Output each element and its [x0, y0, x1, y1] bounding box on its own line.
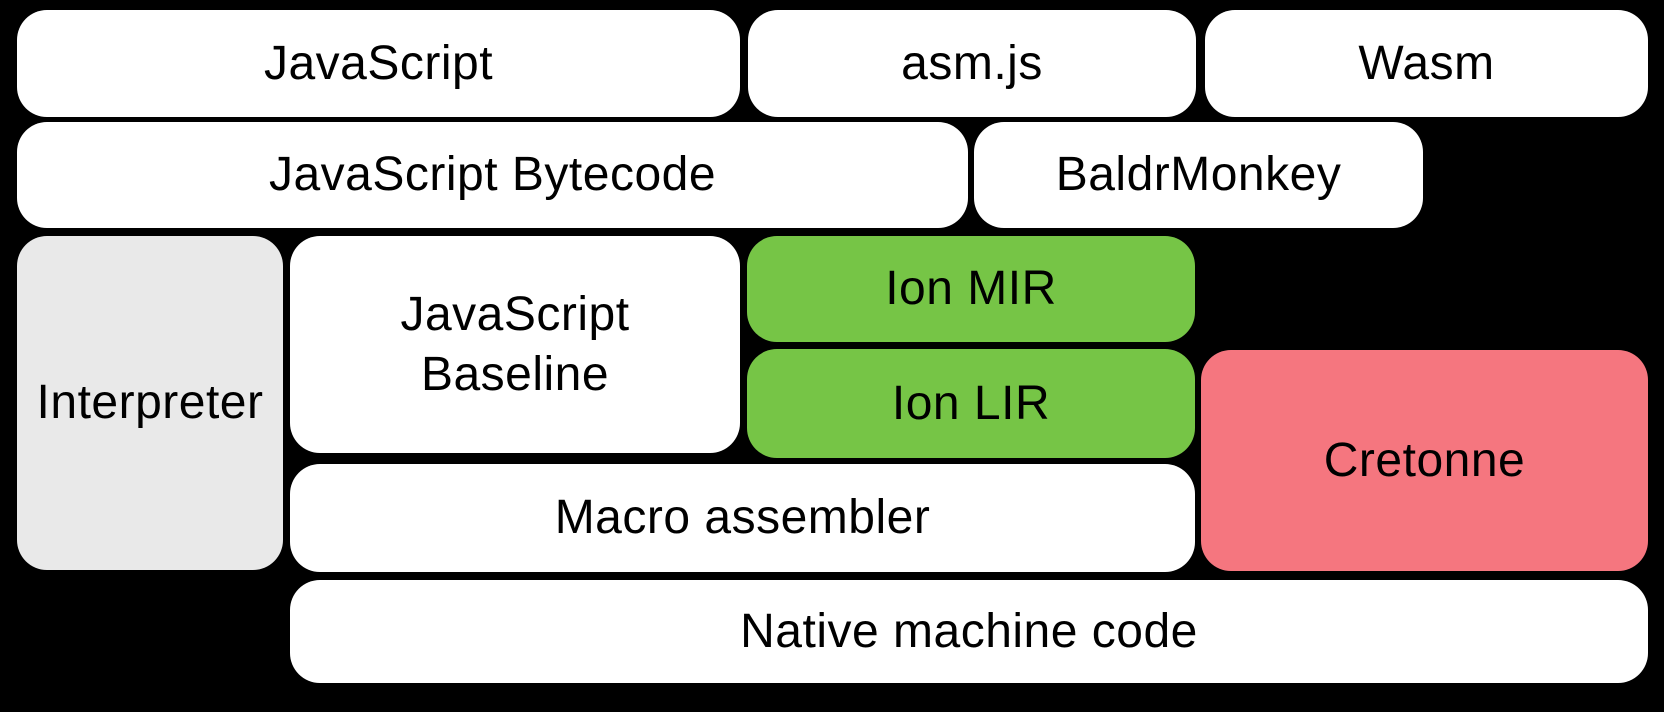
box-javascript-baseline-label-line2: Baseline [420, 347, 610, 401]
box-javascript-bytecode: JavaScript Bytecode [17, 122, 968, 228]
box-native-machine-code: Native machine code [290, 580, 1648, 683]
box-javascript-baseline: JavaScript Baseline [290, 236, 740, 453]
box-ion-lir-label: Ion LIR [891, 376, 1051, 430]
box-ion-mir: Ion MIR [747, 236, 1195, 342]
box-macro-assembler: Macro assembler [290, 464, 1195, 572]
box-asmjs: asm.js [748, 10, 1196, 117]
box-wasm: Wasm [1205, 10, 1648, 117]
box-javascript-label: JavaScript [263, 36, 494, 90]
box-javascript: JavaScript [17, 10, 740, 117]
box-javascript-bytecode-label: JavaScript Bytecode [268, 148, 717, 201]
box-baldrmonkey: BaldrMonkey [974, 122, 1423, 228]
box-native-machine-code-label: Native machine code [740, 604, 1198, 658]
box-ion-lir: Ion LIR [747, 349, 1195, 458]
box-ion-mir-label: Ion MIR [885, 262, 1057, 315]
box-asmjs-label: asm.js [901, 36, 1043, 90]
box-javascript-baseline-label-line1: JavaScript [400, 287, 630, 341]
box-interpreter: Interpreter [17, 236, 283, 570]
box-baldrmonkey-label: BaldrMonkey [1055, 148, 1342, 201]
box-interpreter-label: Interpreter [36, 376, 264, 429]
box-cretonne: Cretonne [1201, 350, 1648, 571]
box-wasm-label: Wasm [1358, 36, 1495, 90]
box-macro-assembler-label: Macro assembler [554, 491, 931, 544]
box-cretonne-label: Cretonne [1323, 433, 1526, 487]
